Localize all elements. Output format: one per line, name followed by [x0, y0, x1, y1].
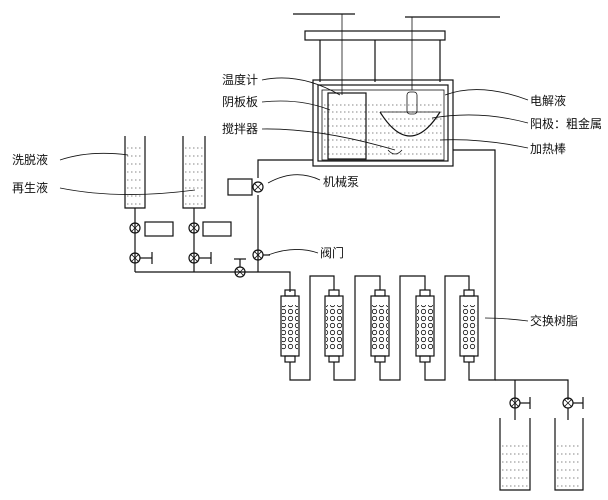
eluent-label: 洗脱液	[12, 153, 49, 167]
pump-label: 机械泵	[323, 175, 360, 189]
regenerant-label: 再生液	[12, 181, 49, 195]
cathode-label: 阴板板	[222, 95, 259, 109]
leader-lines	[59, 77, 529, 322]
heater-label: 加热棒	[530, 142, 567, 156]
cell-pipes	[257, 149, 496, 375]
resin-columns	[280, 289, 479, 363]
resin-label: 交换树脂	[530, 314, 579, 328]
column-feed-pipe	[258, 271, 291, 292]
reservoirs	[124, 136, 232, 272]
thermometer-label: 温度计	[222, 73, 259, 87]
feed-manifold	[135, 195, 259, 278]
outlet-valves	[509, 397, 584, 420]
collection-beakers	[499, 418, 584, 491]
column-interconnects	[289, 275, 569, 420]
electrolytic-cell	[312, 79, 454, 167]
anode-label: 阳极：粗金属	[530, 117, 603, 131]
valve-label: 阀门	[320, 246, 345, 260]
electrolyte-label: 电解液	[530, 94, 567, 108]
mounting-plates	[293, 13, 500, 95]
mechanical-pump	[227, 178, 270, 261]
stirrer-label: 搅拌器	[222, 122, 259, 136]
